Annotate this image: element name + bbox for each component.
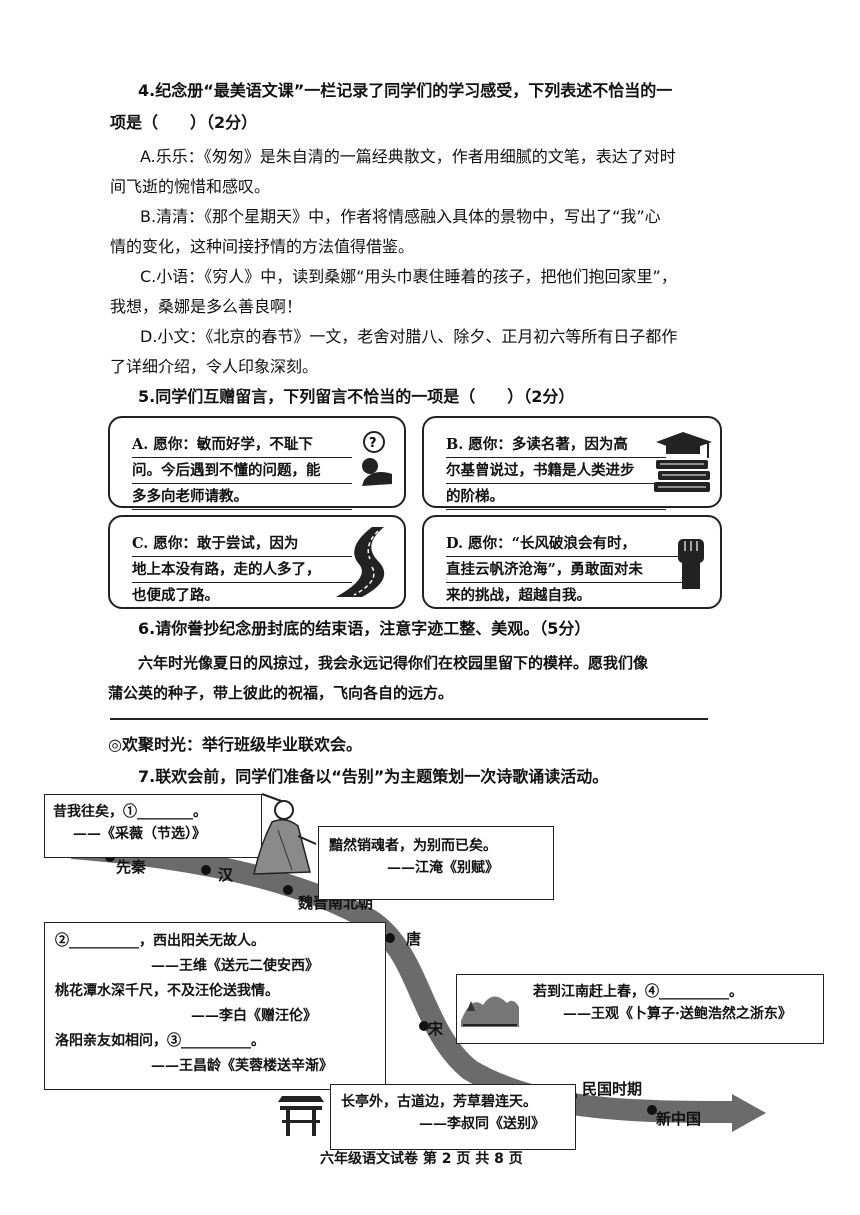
- page-footer: 六年级语文试卷 第 2 页 共 8 页: [320, 1151, 523, 1167]
- q6-passage-line2: 蒲公英的种子，带上彼此的祝福，飞向各自的远方。: [108, 684, 454, 702]
- card-c-line: C. 愿你：敢于尝试，因为: [132, 531, 352, 557]
- poem-box-tang: ②__________，西出阳关无故人。 ——王维《送元二使安西》 桃花潭水深千…: [44, 922, 386, 1090]
- message-card-b: B. 愿你：多读名著，因为高 尔基曾说过，书籍是人类进步 的阶梯。: [422, 416, 722, 510]
- card-b-text: B. 愿你：多读名著，因为高 尔基曾说过，书籍是人类进步 的阶梯。: [446, 432, 666, 510]
- poem-box-busuanzi: 若到江南赶上春，④__________。 ——王观《卜算子·送鲍浩然之浙东》: [456, 974, 824, 1044]
- poem-line-blank-1: 昔我往矣，①________。: [53, 804, 207, 820]
- q4-option-b-line2: 情的变化，这种间接抒情的方法值得借鉴。: [110, 237, 415, 256]
- landscape-painting-icon: [461, 996, 519, 1027]
- poem-box-songbie: 长亭外，古道边，芳草碧连天。 ——李叔同《送别》: [330, 1084, 576, 1150]
- poem-line-blank-2: ②__________，西出阳关无故人。: [55, 933, 265, 949]
- card-d-line: 来的挑战，超越自我。: [446, 583, 686, 609]
- poem-source: ——王昌龄《芙蓉楼送辛渐》: [151, 1058, 333, 1074]
- poem-source: ——江淹《别赋》: [387, 860, 499, 876]
- q4-stem-line2: 项是（ ）（2分）: [110, 113, 258, 132]
- section-heading: ◎欢聚时光：举行班级毕业联欢会。: [108, 735, 362, 754]
- card-a-line: 多多向老师请教。: [132, 484, 352, 510]
- card-d-line: D. 愿你：“长风破浪会有时，: [446, 531, 686, 557]
- card-b-line: 的阶梯。: [446, 484, 666, 510]
- pavilion-icon: [278, 1096, 324, 1136]
- poem-line-blank-3: 洛阳亲友如相问，③__________。: [55, 1033, 265, 1049]
- winding-road-icon: [336, 527, 385, 597]
- card-b-line: B. 愿你：多读名著，因为高: [446, 432, 666, 458]
- poem-source: ——李白《赠汪伦》: [191, 1008, 317, 1024]
- era-label-tang: 唐: [406, 930, 422, 948]
- q4-stem-line1: 4.纪念册“最美语文课”一栏记录了同学们的学习感受，下列表述不恰当的一: [138, 81, 673, 100]
- svg-text:?: ?: [369, 436, 377, 451]
- q6-stem: 6.请你誊抄纪念册封底的结束语，注意字迹工整、美观。（5分）: [138, 619, 591, 638]
- poem-source: ——李叔同《送别》: [419, 1116, 545, 1132]
- card-b-line: 尔基曾说过，书籍是人类进步: [446, 458, 666, 484]
- question-thinking-icon: ?: [362, 431, 392, 486]
- card-a-line: A. 愿你：敏而好学，不耻下: [132, 432, 352, 458]
- poem-source: ——王维《送元二使安西》: [151, 958, 319, 974]
- raised-fist-icon: [678, 539, 704, 589]
- era-label-new-china: 新中国: [656, 1110, 702, 1128]
- era-label-minguo: 民国时期: [582, 1080, 643, 1098]
- q4-option-d-line1: D.小文：《北京的春节》一文，老舍对腊八、除夕、正月初六等所有日子都作: [140, 327, 678, 346]
- card-a-text: A. 愿你：敏而好学，不耻下 问。今后遇到不懂的问题，能 多多向老师请教。: [132, 432, 352, 510]
- card-a-line: 问。今后遇到不懂的问题，能: [132, 458, 352, 484]
- graduation-books-icon: [654, 432, 712, 492]
- era-label-song: 宋: [428, 1020, 444, 1038]
- poem-line: 黯然销魂者，为别而已矣。: [329, 838, 497, 854]
- poem-box-biefu: 黯然销魂者，为别而已矣。 ——江淹《别赋》: [318, 826, 554, 900]
- message-card-c: C. 愿你：敢于尝试，因为 地上本没有路，走的人多了， 也便成了路。: [108, 515, 406, 609]
- message-card-a: A. 愿你：敏而好学，不耻下 问。今后遇到不懂的问题，能 多多向老师请教。 ?: [108, 416, 406, 510]
- q5-stem: 5.同学们互赠留言，下列留言不恰当的一项是（ ）（2分）: [138, 387, 575, 406]
- copy-answer-line: [110, 718, 708, 720]
- poem-line: 桃花潭水深千尺，不及汪伦送我情。: [55, 983, 279, 999]
- q4-option-a-line1: A.乐乐：《匆匆》是朱自清的一篇经典散文，作者用细腻的文笔，表达了对时: [140, 147, 676, 166]
- q7-stem: 7.联欢会前，同学们准备以“告别”为主题策划一次诗歌诵读活动。: [138, 767, 609, 786]
- card-c-line: 地上本没有路，走的人多了，: [132, 557, 352, 583]
- card-c-line: 也便成了路。: [132, 583, 352, 609]
- card-d-text: D. 愿你：“长风破浪会有时， 直挂云帆济沧海”，勇敢面对未 来的挑战，超越自我…: [446, 531, 686, 609]
- ancient-scholar-illustration: [253, 793, 317, 875]
- card-c-text: C. 愿你：敢于尝试，因为 地上本没有路，走的人多了， 也便成了路。: [132, 531, 352, 609]
- era-label-xianqin: 先秦: [116, 858, 147, 876]
- q4-option-b-line1: B.清清：《那个星期天》中，作者将情感融入具体的景物中，写出了“我”心: [140, 207, 661, 226]
- era-label-han: 汉: [218, 866, 234, 884]
- poem-line: 长亭外，古道边，芳草碧连天。: [341, 1094, 537, 1110]
- q4-option-d-line2: 了详细介绍，令人印象深刻。: [110, 357, 319, 376]
- poem-source: ——王观《卜算子·送鲍浩然之浙东》: [563, 1006, 792, 1022]
- q6-passage-line1: 六年时光像夏日的风掠过，我会永远记得你们在校园里留下的模样。愿我们像: [138, 654, 649, 672]
- q4-option-c-line2: 我想，桑娜是多么善良啊！: [110, 297, 303, 316]
- card-d-line: 直挂云帆济沧海”，勇敢面对未: [446, 557, 686, 583]
- poem-box-caiwei: 昔我往矣，①________。 ——《采薇（节选）》: [44, 794, 262, 858]
- q4-option-a-line2: 间飞逝的惋惜和感叹。: [110, 177, 271, 196]
- q4-option-c-line1: C.小语：《穷人》中，读到桑娜“用头巾裹住睡着的孩子，把他们抱回家里”，: [140, 267, 677, 286]
- poem-line-blank-4: 若到江南赶上春，④__________。: [533, 984, 743, 1000]
- message-card-d: D. 愿你：“长风破浪会有时， 直挂云帆济沧海”，勇敢面对未 来的挑战，超越自我…: [422, 515, 722, 609]
- poem-source: ——《采薇（节选）》: [73, 826, 206, 842]
